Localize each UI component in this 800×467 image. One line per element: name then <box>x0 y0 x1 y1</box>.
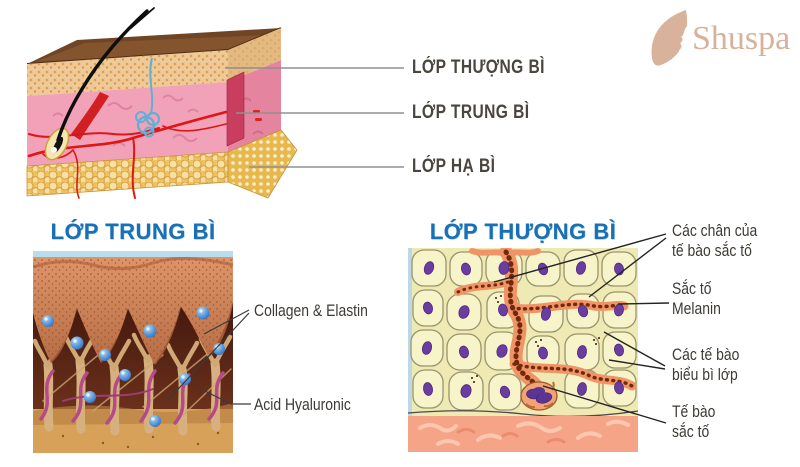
label-hypodermis-overview: LỚP HẠ BÌ <box>412 156 496 177</box>
label-acid-hyaluronic: Acid Hyaluronic <box>254 395 351 414</box>
label-epidermal-cells: Các tế bào biểu bì lớp <box>672 345 740 384</box>
label-melanin-pigment: Sắc tố Melanin <box>672 279 721 318</box>
brand-name: Shuspa <box>692 20 791 57</box>
leaf-face-icon <box>651 10 691 66</box>
melanocyte-cell <box>520 381 558 411</box>
sweat-gland <box>135 57 161 138</box>
hair-follicle <box>44 7 155 161</box>
melanin-granules <box>471 295 600 383</box>
label-epidermis-overview: LỚP THƯỢNG BÌ <box>412 57 545 78</box>
label-collagen-elastin: Collagen & Elastin <box>254 301 368 320</box>
hair-shaft <box>56 9 149 142</box>
left-edge-strip <box>408 248 412 416</box>
epidermis-cells-illustration <box>408 248 638 452</box>
epidermis-section-title: LỚP THƯỢNG BÌ <box>429 219 617 244</box>
dermis-layer <box>27 60 281 166</box>
label-melanocyte-dendrites: Các chân của tế bào sắc tố <box>672 221 758 260</box>
label-dermis-overview: LỚP TRUNG BÌ <box>412 102 530 123</box>
epidermis-layer <box>27 28 281 96</box>
dermis-3d-illustration <box>33 251 233 453</box>
skin-cross-section-illustration <box>26 7 298 199</box>
dermis-cut-slab <box>226 71 245 147</box>
dermis-floor <box>33 403 233 453</box>
label-melanocyte: Tế bào sắc tố <box>672 402 716 441</box>
dermis-section-title: LỚP TRUNG BÌ <box>50 219 216 244</box>
dermis-band <box>408 410 638 452</box>
